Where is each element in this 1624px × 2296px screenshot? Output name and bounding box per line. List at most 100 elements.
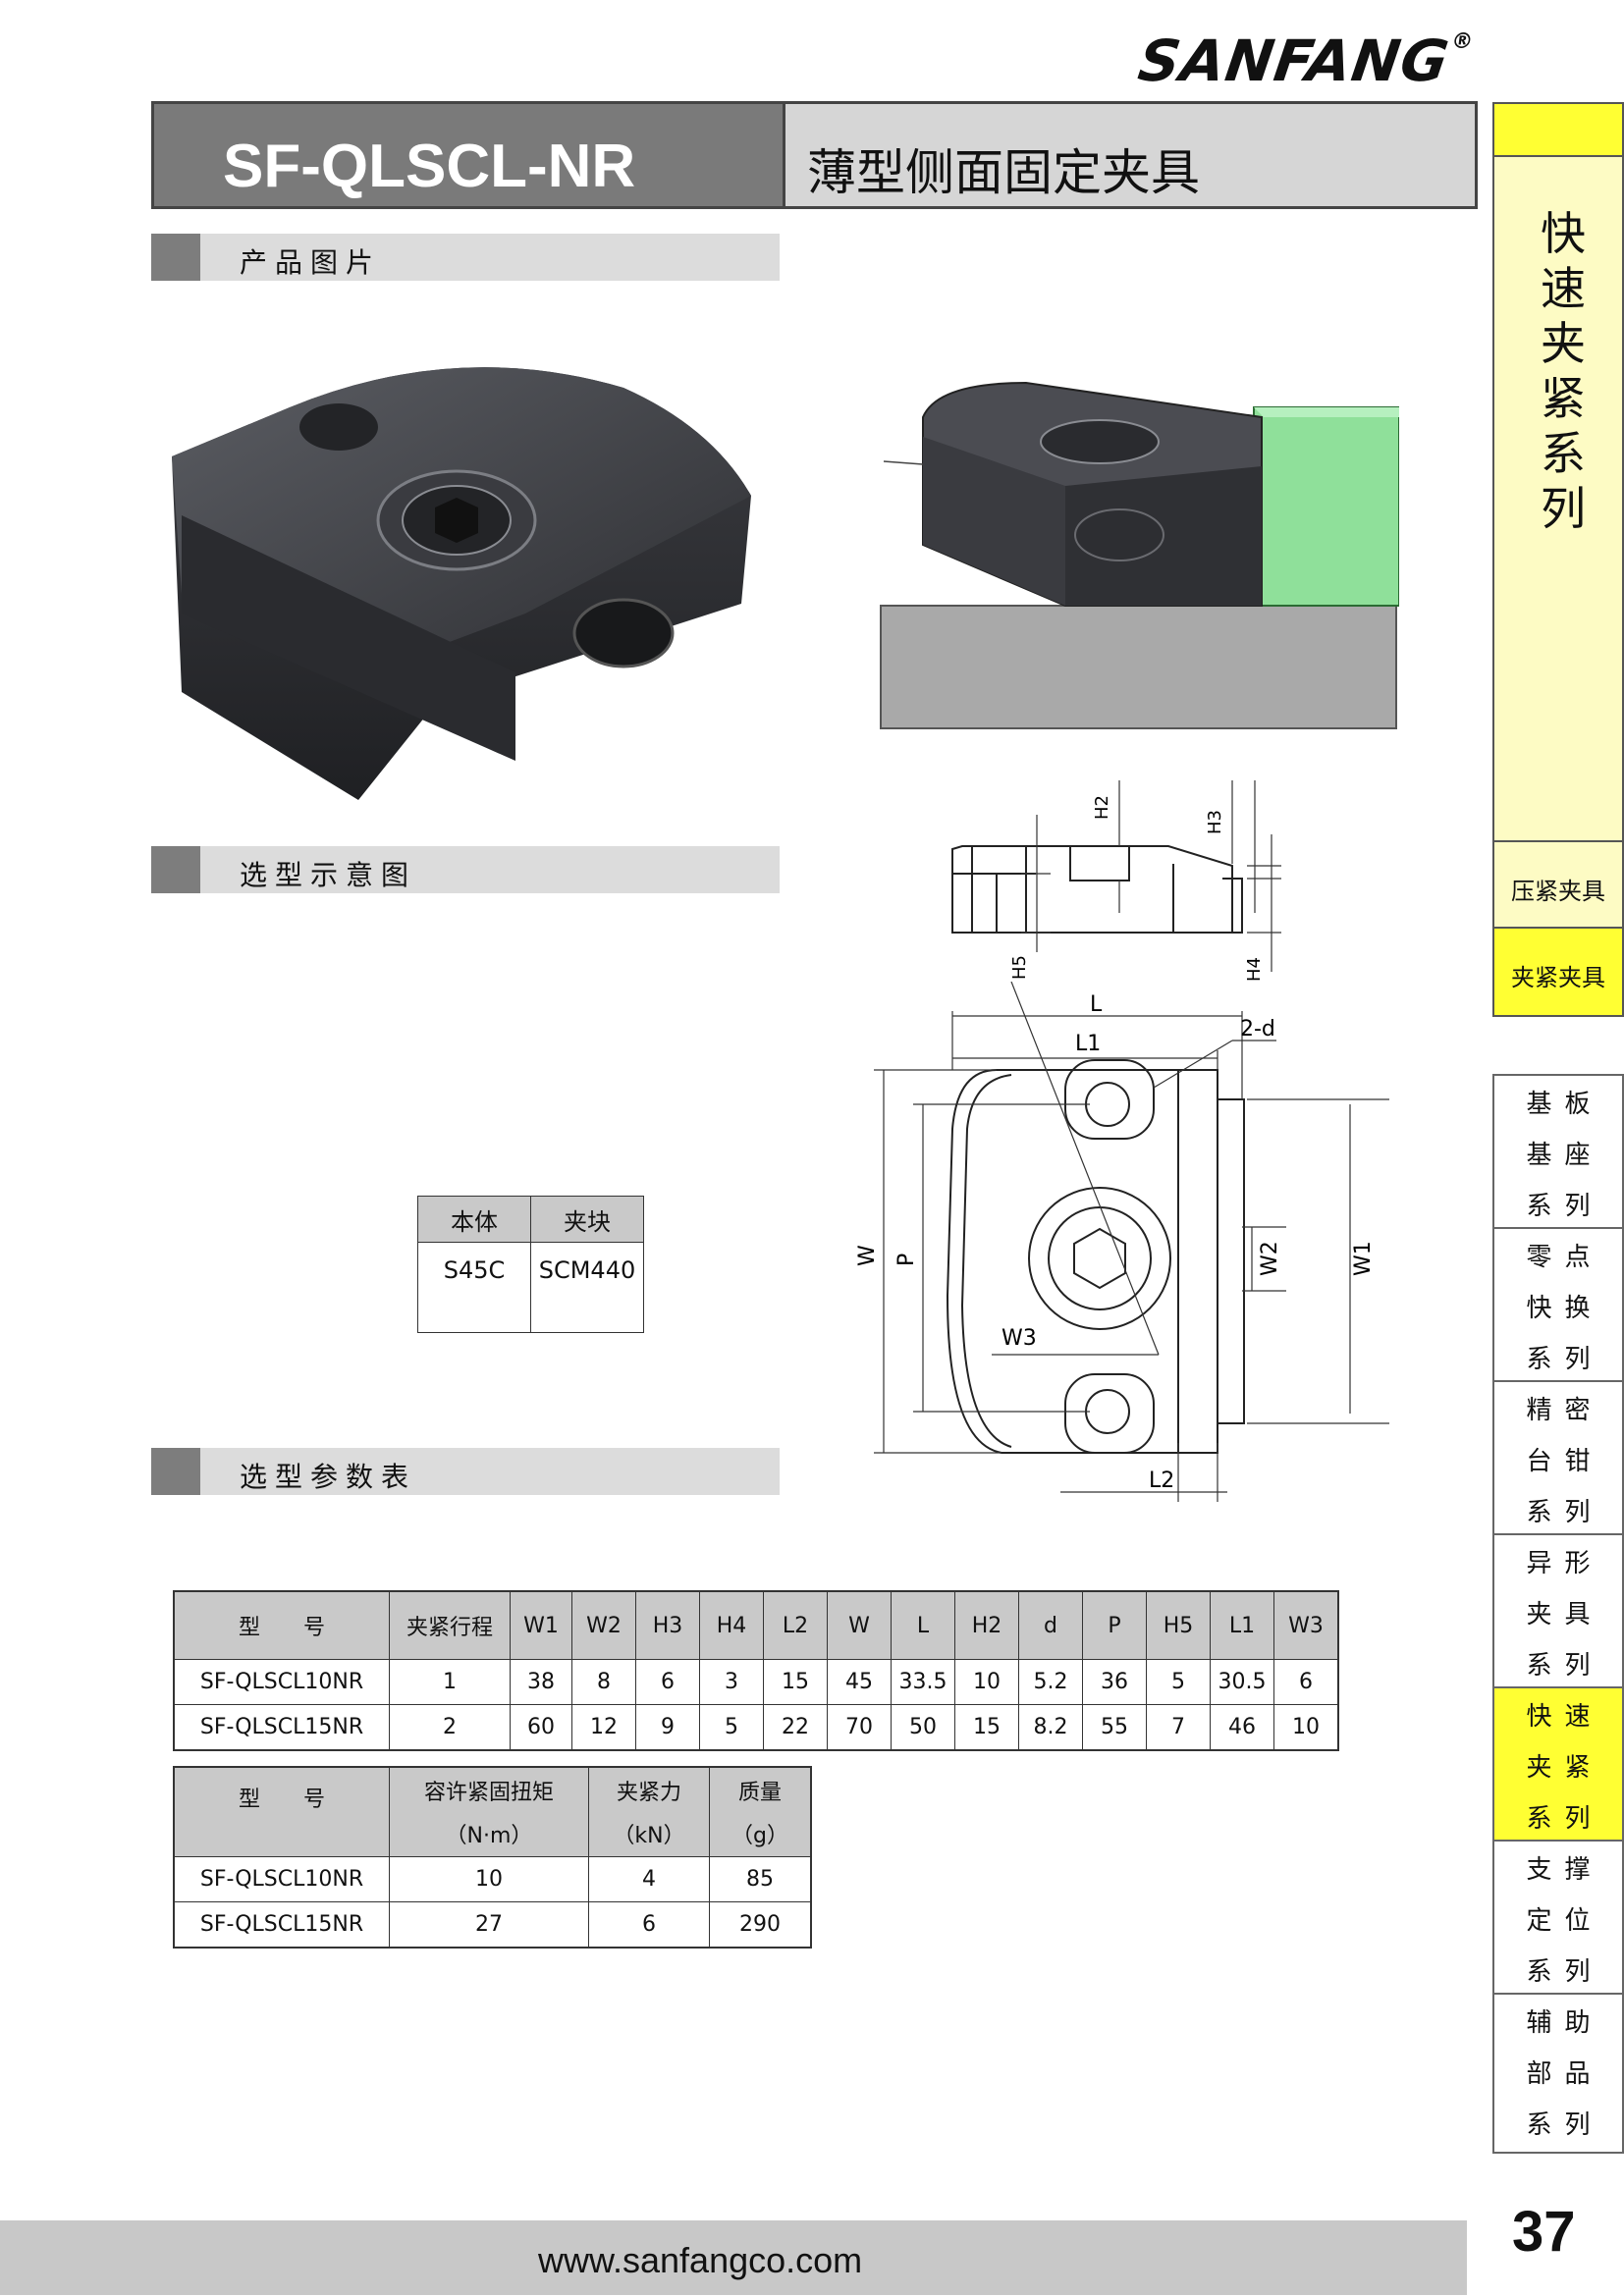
category-char: 部 xyxy=(1526,2058,1552,2089)
table-row: SF-QLSCL15NR 2 60 12 9 5 22 70 50 15 8.2… xyxy=(173,1704,1339,1751)
spec1-col-header: P xyxy=(1082,1590,1147,1660)
spec2-cell: SF-QLSCL10NR xyxy=(173,1856,390,1902)
section-marker xyxy=(151,234,200,281)
dim-H2: H2 xyxy=(1092,795,1112,820)
top-view-drawing: L L1 2-d W P W1 W2 W3 L2 xyxy=(855,982,1389,1502)
category-char: 系 xyxy=(1526,2109,1552,2140)
clamp-body-front xyxy=(923,437,1065,606)
dim-L2: L2 xyxy=(1149,1468,1174,1493)
side-slot xyxy=(1069,845,1130,881)
category-line: 夹具 xyxy=(1494,1586,1622,1637)
dim-W2: W2 xyxy=(1258,1241,1282,1276)
spec2-cell: 290 xyxy=(709,1901,812,1949)
section-marker xyxy=(151,846,200,893)
page-number: 37 xyxy=(1512,2200,1576,2264)
title-divider xyxy=(783,104,785,206)
category-char: 列 xyxy=(1564,2109,1591,2140)
spec1-cell: 8 xyxy=(571,1659,636,1705)
material-header-body: 本体 xyxy=(417,1196,531,1243)
category-char: 系 xyxy=(1526,1803,1552,1834)
spec1-cell: 15 xyxy=(763,1659,828,1705)
spec1-cell: 70 xyxy=(827,1704,892,1751)
sidebar-category-quickclamp[interactable]: 快速 夹紧 系列 xyxy=(1492,1686,1624,1842)
dim-L1: L1 xyxy=(1075,1032,1101,1056)
spec1-cell: 55 xyxy=(1082,1704,1147,1751)
spec2-col-header: 夹紧力 （kN） xyxy=(588,1766,710,1857)
category-line: 系列 xyxy=(1494,1178,1622,1229)
material-header-jaw: 夹块 xyxy=(530,1196,644,1243)
spec1-cell: 6 xyxy=(635,1659,700,1705)
category-line: 辅助 xyxy=(1494,1995,1622,2046)
category-char: 板 xyxy=(1564,1089,1591,1119)
category-line: 部品 xyxy=(1494,2046,1622,2097)
spec2-header-line2: （g） xyxy=(731,1824,788,1848)
category-line: 异形 xyxy=(1494,1535,1622,1586)
brand-logo: SANFANG® xyxy=(1134,27,1476,94)
spec1-col-header: d xyxy=(1018,1590,1083,1660)
spec1-header-row: 型 号 夹紧行程 W1 W2 H3 H4 L2 W L H2 d P H5 L1… xyxy=(173,1590,1339,1660)
spec1-cell: 30.5 xyxy=(1210,1659,1274,1705)
sidebar-sub-clamp-label: 夹紧夹具 xyxy=(1511,964,1605,991)
category-char: 列 xyxy=(1564,1191,1591,1221)
top-jaw xyxy=(1217,1098,1245,1424)
footer-url[interactable]: www.sanfangco.com xyxy=(538,2240,863,2280)
workpiece-block xyxy=(1253,406,1399,607)
sidebar-series-panel: 快速夹紧系列 xyxy=(1492,155,1624,842)
spec1-col-header: H2 xyxy=(954,1590,1019,1660)
spec2-header-line1: 质量 xyxy=(737,1781,782,1805)
spec2-col-header: 容许紧固扭矩 （N·m） xyxy=(389,1766,589,1857)
category-char: 支 xyxy=(1526,1854,1552,1885)
brand-name: SANFANG xyxy=(1134,27,1454,94)
dim-H4: H4 xyxy=(1244,957,1265,982)
performance-spec-table: 型 号 容许紧固扭矩 （N·m） 夹紧力 （kN） 质量 （g） SF-QLSC… xyxy=(173,1766,812,1949)
category-char: 夹 xyxy=(1526,1752,1552,1783)
sidebar-category-special[interactable]: 异形 夹具 系列 xyxy=(1492,1533,1624,1688)
category-char: 辅 xyxy=(1526,2007,1552,2038)
category-line: 系列 xyxy=(1494,1484,1622,1535)
category-line: 系列 xyxy=(1494,1944,1622,1995)
category-line: 定位 xyxy=(1494,1893,1622,1944)
sidebar-category-zeropoint[interactable]: 零点 快换 系列 xyxy=(1492,1227,1624,1382)
footer-bar: www.sanfangco.com xyxy=(0,2220,1467,2295)
sidebar-sub-press[interactable]: 压紧夹具 xyxy=(1492,840,1624,929)
category-line: 系列 xyxy=(1494,2097,1622,2148)
spec1-cell: 6 xyxy=(1273,1659,1339,1705)
spec1-cell: 36 xyxy=(1082,1659,1147,1705)
sidebar-category-accessories[interactable]: 辅助 部品 系列 xyxy=(1492,1993,1624,2154)
category-line: 支撑 xyxy=(1494,1842,1622,1893)
spec1-cell: 5 xyxy=(699,1704,764,1751)
sidebar-category-baseplate[interactable]: 基板 基座 系列 xyxy=(1492,1074,1624,1229)
base-plate xyxy=(880,605,1397,729)
table-row: SF-QLSCL10NR 1 38 8 6 3 15 45 33.5 10 5.… xyxy=(173,1659,1339,1705)
category-char: 钳 xyxy=(1564,1446,1591,1476)
sidebar-category-support[interactable]: 支撑 定位 系列 xyxy=(1492,1840,1624,1995)
spec1-cell: 50 xyxy=(891,1704,955,1751)
dim-W1: W1 xyxy=(1351,1241,1376,1276)
spec2-cell: 85 xyxy=(709,1856,812,1902)
dim-W: W xyxy=(855,1245,880,1266)
application-illustration xyxy=(880,381,1399,729)
sidebar-sub-clamp[interactable]: 夹紧夹具 xyxy=(1492,927,1624,1017)
side-outline xyxy=(951,845,1233,934)
category-line: 夹紧 xyxy=(1494,1739,1622,1790)
spec2-col-header: 质量 （g） xyxy=(709,1766,812,1857)
spec1-cell: 33.5 xyxy=(891,1659,955,1705)
spec1-col-header: H5 xyxy=(1146,1590,1211,1660)
category-char: 基 xyxy=(1526,1089,1552,1119)
hex-socket xyxy=(1073,1227,1126,1290)
spec1-cell: SF-QLSCL10NR xyxy=(173,1659,390,1705)
material-body: S45C xyxy=(417,1242,531,1333)
leader-line xyxy=(883,460,924,465)
category-char: 定 xyxy=(1526,1905,1552,1936)
spec1-col-header: L2 xyxy=(763,1590,828,1660)
dim-H5: H5 xyxy=(1009,955,1030,980)
category-char: 撑 xyxy=(1564,1854,1591,1885)
category-char: 系 xyxy=(1526,1650,1552,1681)
material-jaw: SCM440 xyxy=(530,1242,644,1333)
sidebar-category-vise[interactable]: 精密 台钳 系列 xyxy=(1492,1380,1624,1535)
category-char: 速 xyxy=(1564,1701,1591,1732)
spec1-cell: 22 xyxy=(763,1704,828,1751)
category-char: 精 xyxy=(1526,1395,1552,1425)
spec2-col-header: 型 号 xyxy=(173,1766,390,1857)
category-char: 位 xyxy=(1564,1905,1591,1936)
